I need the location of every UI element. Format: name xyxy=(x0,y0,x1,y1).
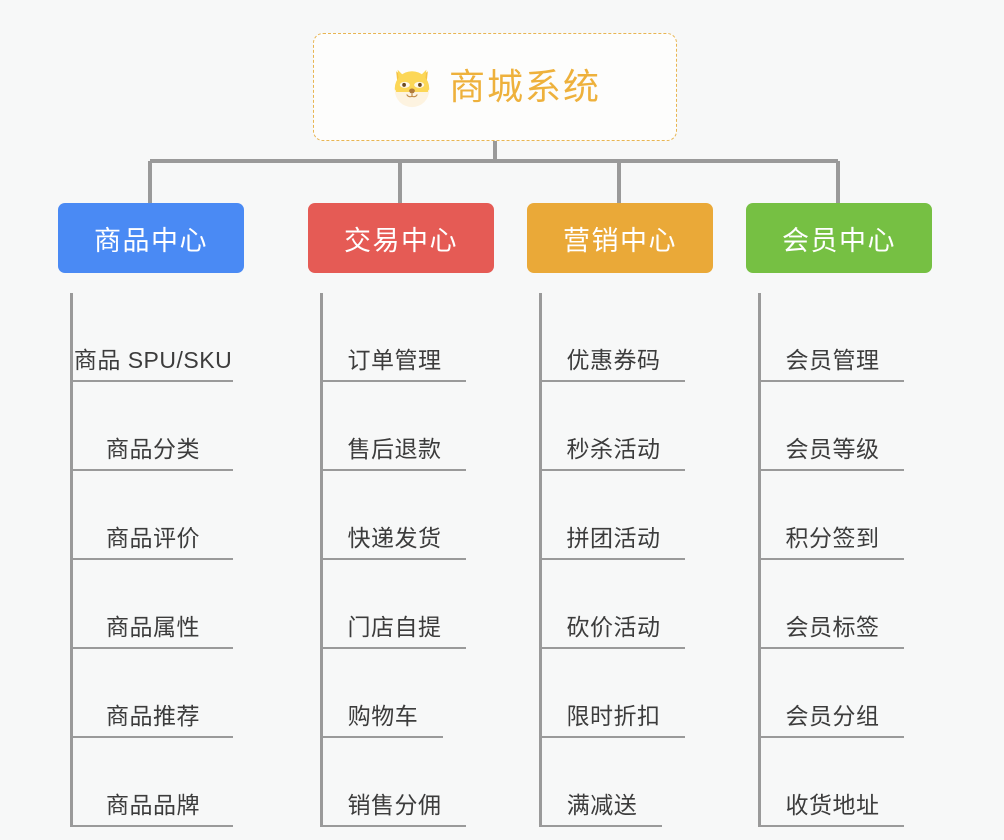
category-card-1[interactable]: 商品中心 xyxy=(58,203,244,273)
branch-item-list-3: 优惠券码 秒杀活动 拼团活动 砍价活动 限时折扣 满减送 xyxy=(539,293,713,827)
branch-column-1: 商品中心 商品 SPU/SKU 商品分类 商品评价 商品属性 商品推荐 商品品牌 xyxy=(58,203,244,827)
list-item[interactable]: 商品分类 xyxy=(73,382,233,471)
branch-item-list-1: 商品 SPU/SKU 商品分类 商品评价 商品属性 商品推荐 商品品牌 xyxy=(70,293,244,827)
branch-item-list-2: 订单管理 售后退款 快递发货 门店自提 购物车 销售分佣 xyxy=(320,293,494,827)
list-item[interactable]: 商品 SPU/SKU xyxy=(73,293,233,382)
list-item[interactable]: 购物车 xyxy=(323,649,443,738)
branch-column-2: 交易中心 订单管理 售后退款 快递发货 门店自提 购物车 销售分佣 xyxy=(308,203,494,827)
list-item[interactable]: 会员标签 xyxy=(761,560,904,649)
category-card-2[interactable]: 交易中心 xyxy=(308,203,494,273)
list-item[interactable]: 拼团活动 xyxy=(542,471,685,560)
list-item[interactable]: 会员分组 xyxy=(761,649,904,738)
list-item[interactable]: 限时折扣 xyxy=(542,649,685,738)
category-label-1: 商品中心 xyxy=(94,225,208,256)
category-label-2: 交易中心 xyxy=(344,225,458,256)
root-node-label: 商城系统 xyxy=(448,66,601,107)
list-item[interactable]: 积分签到 xyxy=(761,471,904,560)
list-item[interactable]: 砍价活动 xyxy=(542,560,685,649)
list-item[interactable]: 商品属性 xyxy=(73,560,233,649)
category-card-3[interactable]: 营销中心 xyxy=(527,203,713,273)
list-item[interactable]: 商品品牌 xyxy=(73,738,233,827)
list-item[interactable]: 售后退款 xyxy=(323,382,466,471)
branch-column-4: 会员中心 会员管理 会员等级 积分签到 会员标签 会员分组 收货地址 xyxy=(746,203,932,827)
shiba-dog-face-icon xyxy=(394,69,430,108)
list-item[interactable]: 收货地址 xyxy=(761,738,904,827)
category-card-4[interactable]: 会员中心 xyxy=(746,203,932,273)
list-item[interactable]: 快递发货 xyxy=(323,471,466,560)
list-item[interactable]: 商品评价 xyxy=(73,471,233,560)
list-item[interactable]: 会员等级 xyxy=(761,382,904,471)
list-item[interactable]: 门店自提 xyxy=(323,560,466,649)
category-label-4: 会员中心 xyxy=(782,225,896,256)
list-item[interactable]: 秒杀活动 xyxy=(542,382,685,471)
branch-column-3: 营销中心 优惠券码 秒杀活动 拼团活动 砍价活动 限时折扣 满减送 xyxy=(527,203,713,827)
list-item[interactable]: 商品推荐 xyxy=(73,649,233,738)
list-item[interactable]: 订单管理 xyxy=(323,293,466,382)
list-item[interactable]: 优惠券码 xyxy=(542,293,685,382)
branch-item-list-4: 会员管理 会员等级 积分签到 会员标签 会员分组 收货地址 xyxy=(758,293,932,827)
list-item[interactable]: 会员管理 xyxy=(761,293,904,382)
category-label-3: 营销中心 xyxy=(563,225,677,256)
root-node-card[interactable]: 商城系统 xyxy=(313,33,677,141)
list-item[interactable]: 销售分佣 xyxy=(323,738,466,827)
list-item[interactable]: 满减送 xyxy=(542,738,662,827)
